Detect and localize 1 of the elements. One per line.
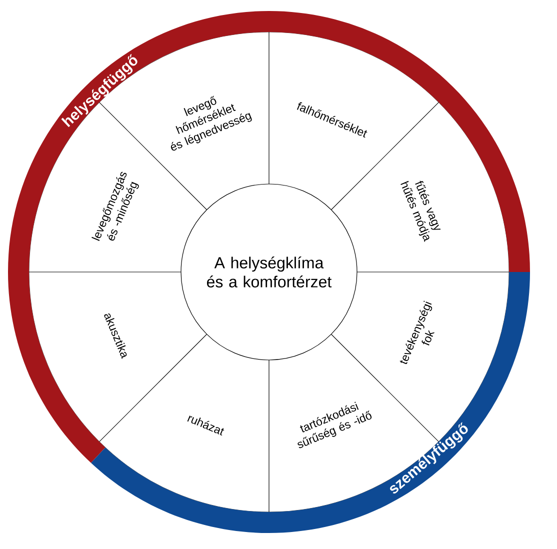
sector-label: fűtés vagy hűtés módja (400, 180, 441, 242)
